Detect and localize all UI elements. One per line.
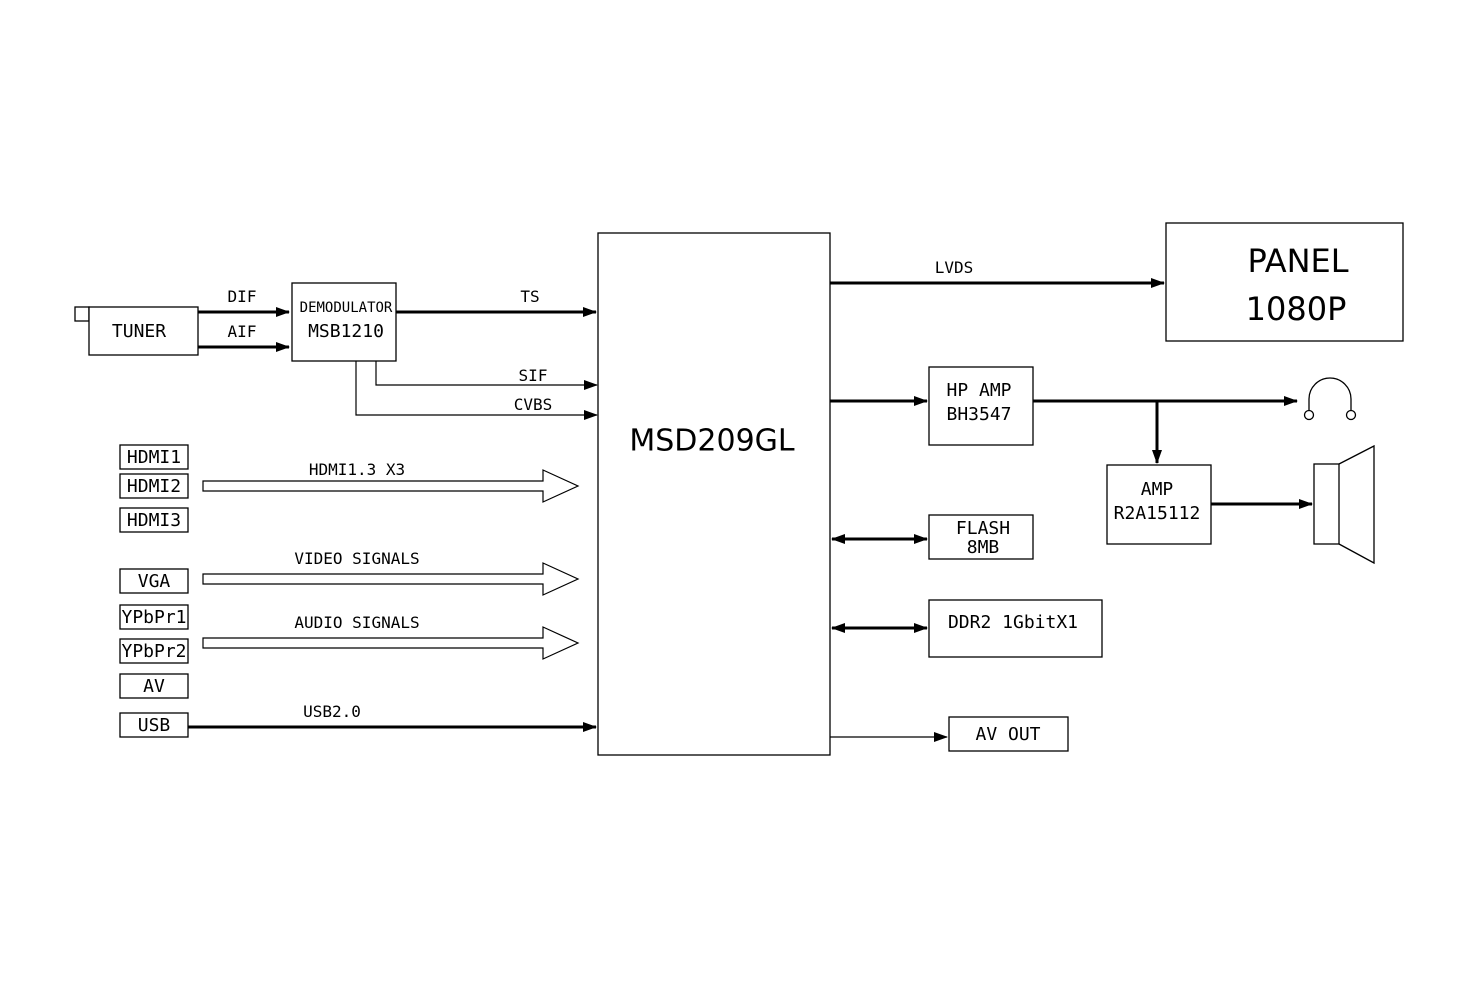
av-out-label: AV OUT bbox=[975, 724, 1040, 745]
input-av: AV bbox=[120, 674, 188, 698]
hdmi3-label: HDMI3 bbox=[127, 510, 181, 531]
vga-label: VGA bbox=[138, 571, 171, 592]
hp-amp-label: HP AMP bbox=[946, 380, 1011, 401]
sif-label: SIF bbox=[519, 366, 548, 385]
headphone-icon bbox=[1305, 378, 1356, 420]
dif-connection: DIF bbox=[198, 287, 289, 312]
demodulator-part: MSB1210 bbox=[308, 321, 384, 342]
amp-part: R2A15112 bbox=[1114, 503, 1201, 524]
soc-block: MSD209GL bbox=[598, 233, 830, 755]
hdmi-bus-arrow: HDMI1.3 X3 bbox=[203, 460, 578, 502]
ts-connection: TS bbox=[396, 287, 596, 312]
audio-signals-label: AUDIO SIGNALS bbox=[294, 613, 419, 632]
ypbpr1-label: YPbPr1 bbox=[121, 607, 186, 628]
lvds-label: LVDS bbox=[935, 258, 974, 277]
usb-label: USB bbox=[138, 715, 171, 736]
tuner-block: TUNER bbox=[75, 307, 198, 355]
tuner-label: TUNER bbox=[112, 321, 166, 342]
flash-block: FLASH 8MB bbox=[929, 515, 1033, 559]
input-ypbpr1: YPbPr1 bbox=[120, 605, 188, 629]
panel-label: PANEL bbox=[1247, 242, 1348, 280]
speaker-icon bbox=[1314, 446, 1374, 563]
input-hdmi2: HDMI2 bbox=[120, 474, 188, 498]
hp-amp-block: HP AMP BH3547 bbox=[929, 367, 1033, 445]
input-hdmi1: HDMI1 bbox=[120, 445, 188, 469]
usb-connection: USB2.0 bbox=[188, 702, 596, 727]
video-signals-arrow: VIDEO SIGNALS bbox=[203, 549, 578, 595]
aif-label: AIF bbox=[228, 322, 257, 341]
flash-label: FLASH bbox=[956, 518, 1010, 539]
demodulator-block: DEMODULATOR MSB1210 bbox=[292, 283, 396, 361]
sif-connection: SIF bbox=[376, 361, 597, 385]
hp-amp-part: BH3547 bbox=[946, 404, 1011, 425]
soc-label: MSD209GL bbox=[629, 424, 795, 459]
input-ypbpr2: YPbPr2 bbox=[120, 639, 188, 663]
ypbpr2-label: YPbPr2 bbox=[121, 641, 186, 662]
input-vga: VGA bbox=[120, 569, 188, 593]
ts-label: TS bbox=[520, 287, 539, 306]
audio-signals-arrow: AUDIO SIGNALS bbox=[203, 613, 578, 659]
video-signals-label: VIDEO SIGNALS bbox=[294, 549, 419, 568]
lvds-connection: LVDS bbox=[830, 258, 1164, 283]
panel-block: PANEL 1080P bbox=[1166, 223, 1403, 341]
input-usb: USB bbox=[120, 713, 188, 737]
tuner-antenna-port bbox=[75, 307, 89, 321]
ddr-label: DDR2 1GbitX1 bbox=[948, 612, 1078, 633]
flash-size: 8MB bbox=[967, 537, 1000, 558]
cvbs-connection: CVBS bbox=[356, 361, 597, 415]
input-hdmi3: HDMI3 bbox=[120, 508, 188, 532]
usb-bus-label: USB2.0 bbox=[303, 702, 361, 721]
hdmi2-label: HDMI2 bbox=[127, 476, 181, 497]
hdmi1-label: HDMI1 bbox=[127, 447, 181, 468]
aif-connection: AIF bbox=[198, 322, 289, 347]
cvbs-label: CVBS bbox=[514, 395, 553, 414]
av-out-block: AV OUT bbox=[949, 717, 1068, 751]
amp-label: AMP bbox=[1141, 479, 1174, 500]
av-label: AV bbox=[143, 676, 165, 697]
panel-resolution: 1080P bbox=[1246, 290, 1347, 328]
demodulator-label: DEMODULATOR bbox=[300, 300, 393, 316]
hdmi-bus-label: HDMI1.3 X3 bbox=[309, 460, 405, 479]
ddr-block: DDR2 1GbitX1 bbox=[929, 600, 1102, 657]
dif-label: DIF bbox=[228, 287, 257, 306]
amp-block: AMP R2A15112 bbox=[1107, 465, 1211, 544]
